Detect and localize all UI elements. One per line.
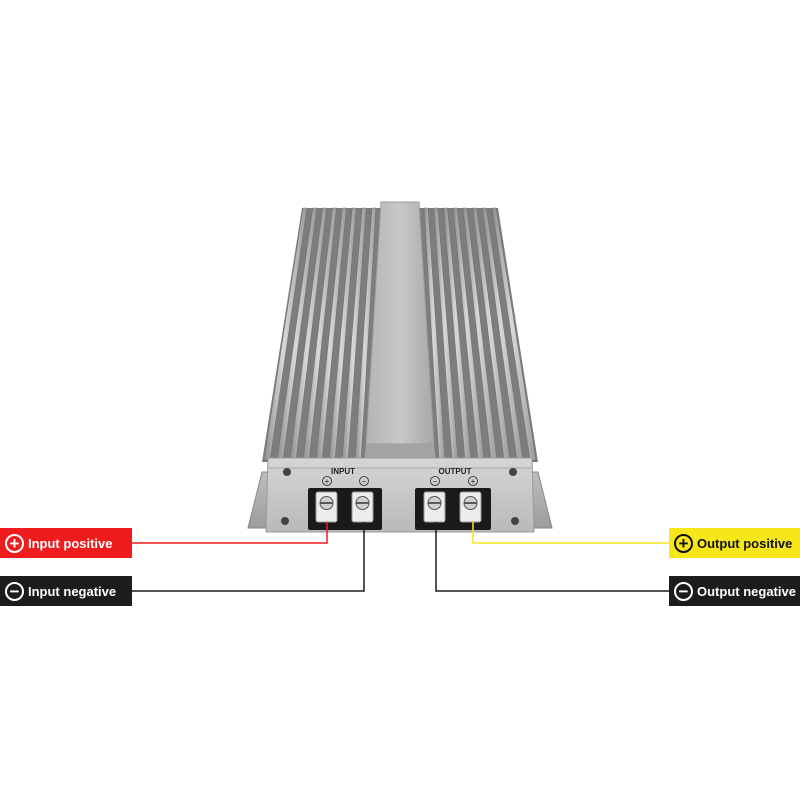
output-negative-callout: − Output negative	[669, 576, 800, 606]
heatsink-fins	[263, 207, 537, 461]
plus-circle-icon: +	[5, 533, 24, 553]
minus-circle-icon: −	[5, 581, 24, 601]
input-negative-label: Input negative	[28, 583, 117, 599]
screw	[283, 468, 291, 476]
input-negative-callout: − Input negative	[0, 576, 132, 606]
output-positive-callout: + Output positive	[669, 528, 800, 558]
output-positive-wire	[472, 522, 669, 544]
screw	[281, 517, 289, 525]
output-positive-label: Output positive	[697, 535, 793, 551]
input-positive-wire	[132, 522, 328, 544]
screw	[509, 468, 517, 476]
output-group-label: OUTPUT	[439, 467, 472, 476]
input-positive-label: Input positive	[28, 535, 113, 551]
output-negative-label: Output negative	[697, 583, 796, 599]
output-plus-mark: +	[471, 477, 476, 486]
minus-circle-icon: −	[674, 581, 693, 601]
input-negative-wire	[132, 522, 365, 592]
heatsink-fin	[491, 207, 537, 461]
input-group-label: INPUT	[331, 467, 355, 476]
front-face	[265, 457, 535, 533]
screw	[511, 517, 519, 525]
input-minus-mark: −	[362, 477, 367, 486]
input-positive-callout: + Input positive	[0, 528, 132, 558]
output-minus-mark: −	[433, 477, 438, 486]
input-plus-mark: +	[325, 477, 330, 486]
plus-circle-icon: +	[674, 533, 693, 553]
output-negative-wire	[435, 522, 669, 592]
